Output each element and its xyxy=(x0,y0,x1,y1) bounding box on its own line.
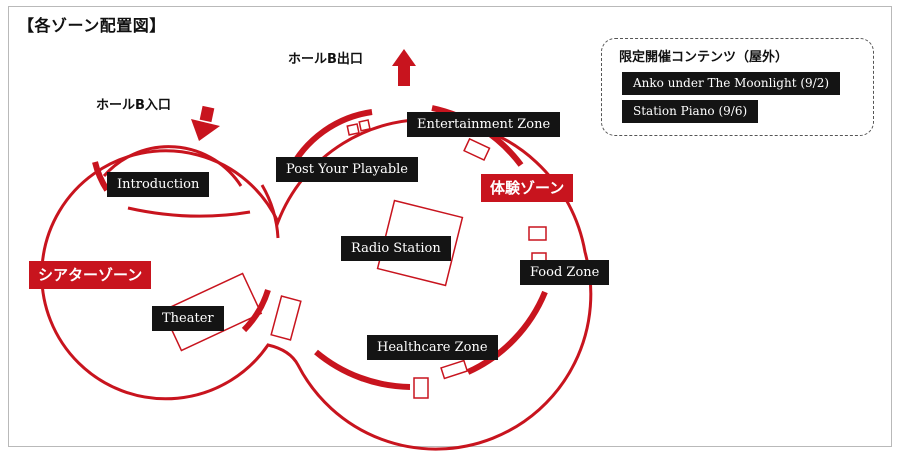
exit-arrow xyxy=(392,49,416,86)
radio-station-room xyxy=(376,199,464,287)
area-food-zone: Food Zone xyxy=(520,260,610,285)
entrance-arrow xyxy=(191,105,220,141)
booth xyxy=(440,359,469,380)
booth xyxy=(463,137,491,161)
limited-item-2: Station Piano (9/6) xyxy=(622,100,759,123)
booth xyxy=(270,295,302,341)
booth xyxy=(346,123,360,136)
booth xyxy=(358,119,371,132)
wall-food xyxy=(466,290,548,375)
wall-theater xyxy=(241,289,271,333)
area-entertainment-zone: Entertainment Zone xyxy=(407,112,561,137)
wall-intro xyxy=(92,161,110,192)
limited-content-box: 限定開催コンテンツ（屋外） Anko under The Moonlight (… xyxy=(601,38,874,136)
limited-content-title: 限定開催コンテンツ（屋外） xyxy=(619,50,789,65)
page-title: 【各ゾーン配置図】 xyxy=(18,16,166,35)
area-healthcare-zone: Healthcare Zone xyxy=(367,335,498,360)
area-post-your-playable: Post Your Playable xyxy=(276,157,418,182)
booth xyxy=(528,226,547,241)
wall-healthcare xyxy=(314,349,411,390)
booth xyxy=(413,377,429,399)
area-theater: Theater xyxy=(152,306,224,331)
venue-outline xyxy=(40,117,593,451)
inner-wall-left-top xyxy=(102,145,243,187)
zone-experience: 体験ゾーン xyxy=(481,174,574,202)
divider-wall xyxy=(127,206,251,218)
area-introduction: Introduction xyxy=(107,172,210,197)
area-radio-station: Radio Station xyxy=(341,236,451,261)
limited-item-1: Anko under The Moonlight (9/2) xyxy=(622,72,841,95)
inner-wall-left-lower xyxy=(260,184,280,239)
exit-label: ホールB出口 xyxy=(288,52,363,67)
zone-theater: シアターゾーン xyxy=(29,261,152,289)
entrance-label: ホールB入口 xyxy=(96,98,171,113)
